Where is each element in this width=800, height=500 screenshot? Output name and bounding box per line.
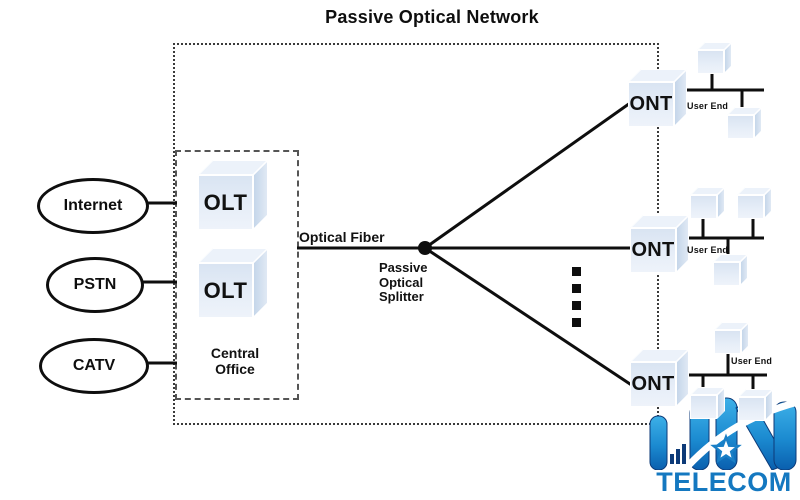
user-end-label-bottom: User End [731, 356, 773, 366]
telecom-logo-mark [649, 397, 799, 471]
ont-label: ONT [629, 93, 673, 115]
cube-front-face [697, 50, 724, 74]
cube-front-face: ONT [630, 228, 676, 273]
signal-bars-icon [670, 444, 686, 464]
passive-optical-splitter-dot [418, 241, 432, 255]
passive-optical-splitter-label: Passive Optical Splitter [379, 260, 428, 304]
cube-front-face [690, 195, 717, 219]
cube-front-face: ONT [630, 362, 676, 407]
node-internet-label: Internet [63, 197, 123, 214]
user-end-label-top: User End [687, 101, 729, 111]
cube-front-face [737, 195, 764, 219]
telecom-logo-text: TELECOM [656, 467, 792, 497]
cube-front-face [727, 115, 754, 139]
cube-front-face [714, 330, 741, 354]
ont-label: ONT [631, 239, 675, 261]
more-onts-ellipsis [572, 267, 581, 327]
optical-fiber-label: Optical Fiber [299, 229, 385, 245]
user-end-label-middle: User End [687, 245, 729, 255]
cube-front-face [738, 397, 765, 421]
cube-front-face: OLT [198, 175, 253, 230]
telecom-logo: TELECOM [648, 396, 800, 500]
cube-front-face [690, 395, 717, 419]
page-title: Passive Optical Network [325, 7, 539, 27]
node-pstn-label: PSTN [73, 276, 117, 293]
olt-label: OLT [203, 189, 248, 215]
ont-label: ONT [631, 373, 675, 395]
node-catv-label: CATV [72, 357, 116, 374]
splitter-branch-top [424, 99, 634, 250]
splitter-branch-bottom [424, 246, 634, 388]
cube-front-face [713, 262, 740, 286]
cube-front-face: OLT [198, 263, 253, 318]
node-pstn: PSTN [46, 257, 144, 313]
olt-label: OLT [203, 277, 248, 303]
central-office-label: Central Office [210, 345, 260, 377]
cube-front-face: ONT [628, 82, 674, 127]
central-office-box [175, 150, 299, 400]
node-internet: Internet [37, 178, 149, 234]
node-catv: CATV [39, 338, 149, 394]
star-icon [710, 433, 742, 464]
